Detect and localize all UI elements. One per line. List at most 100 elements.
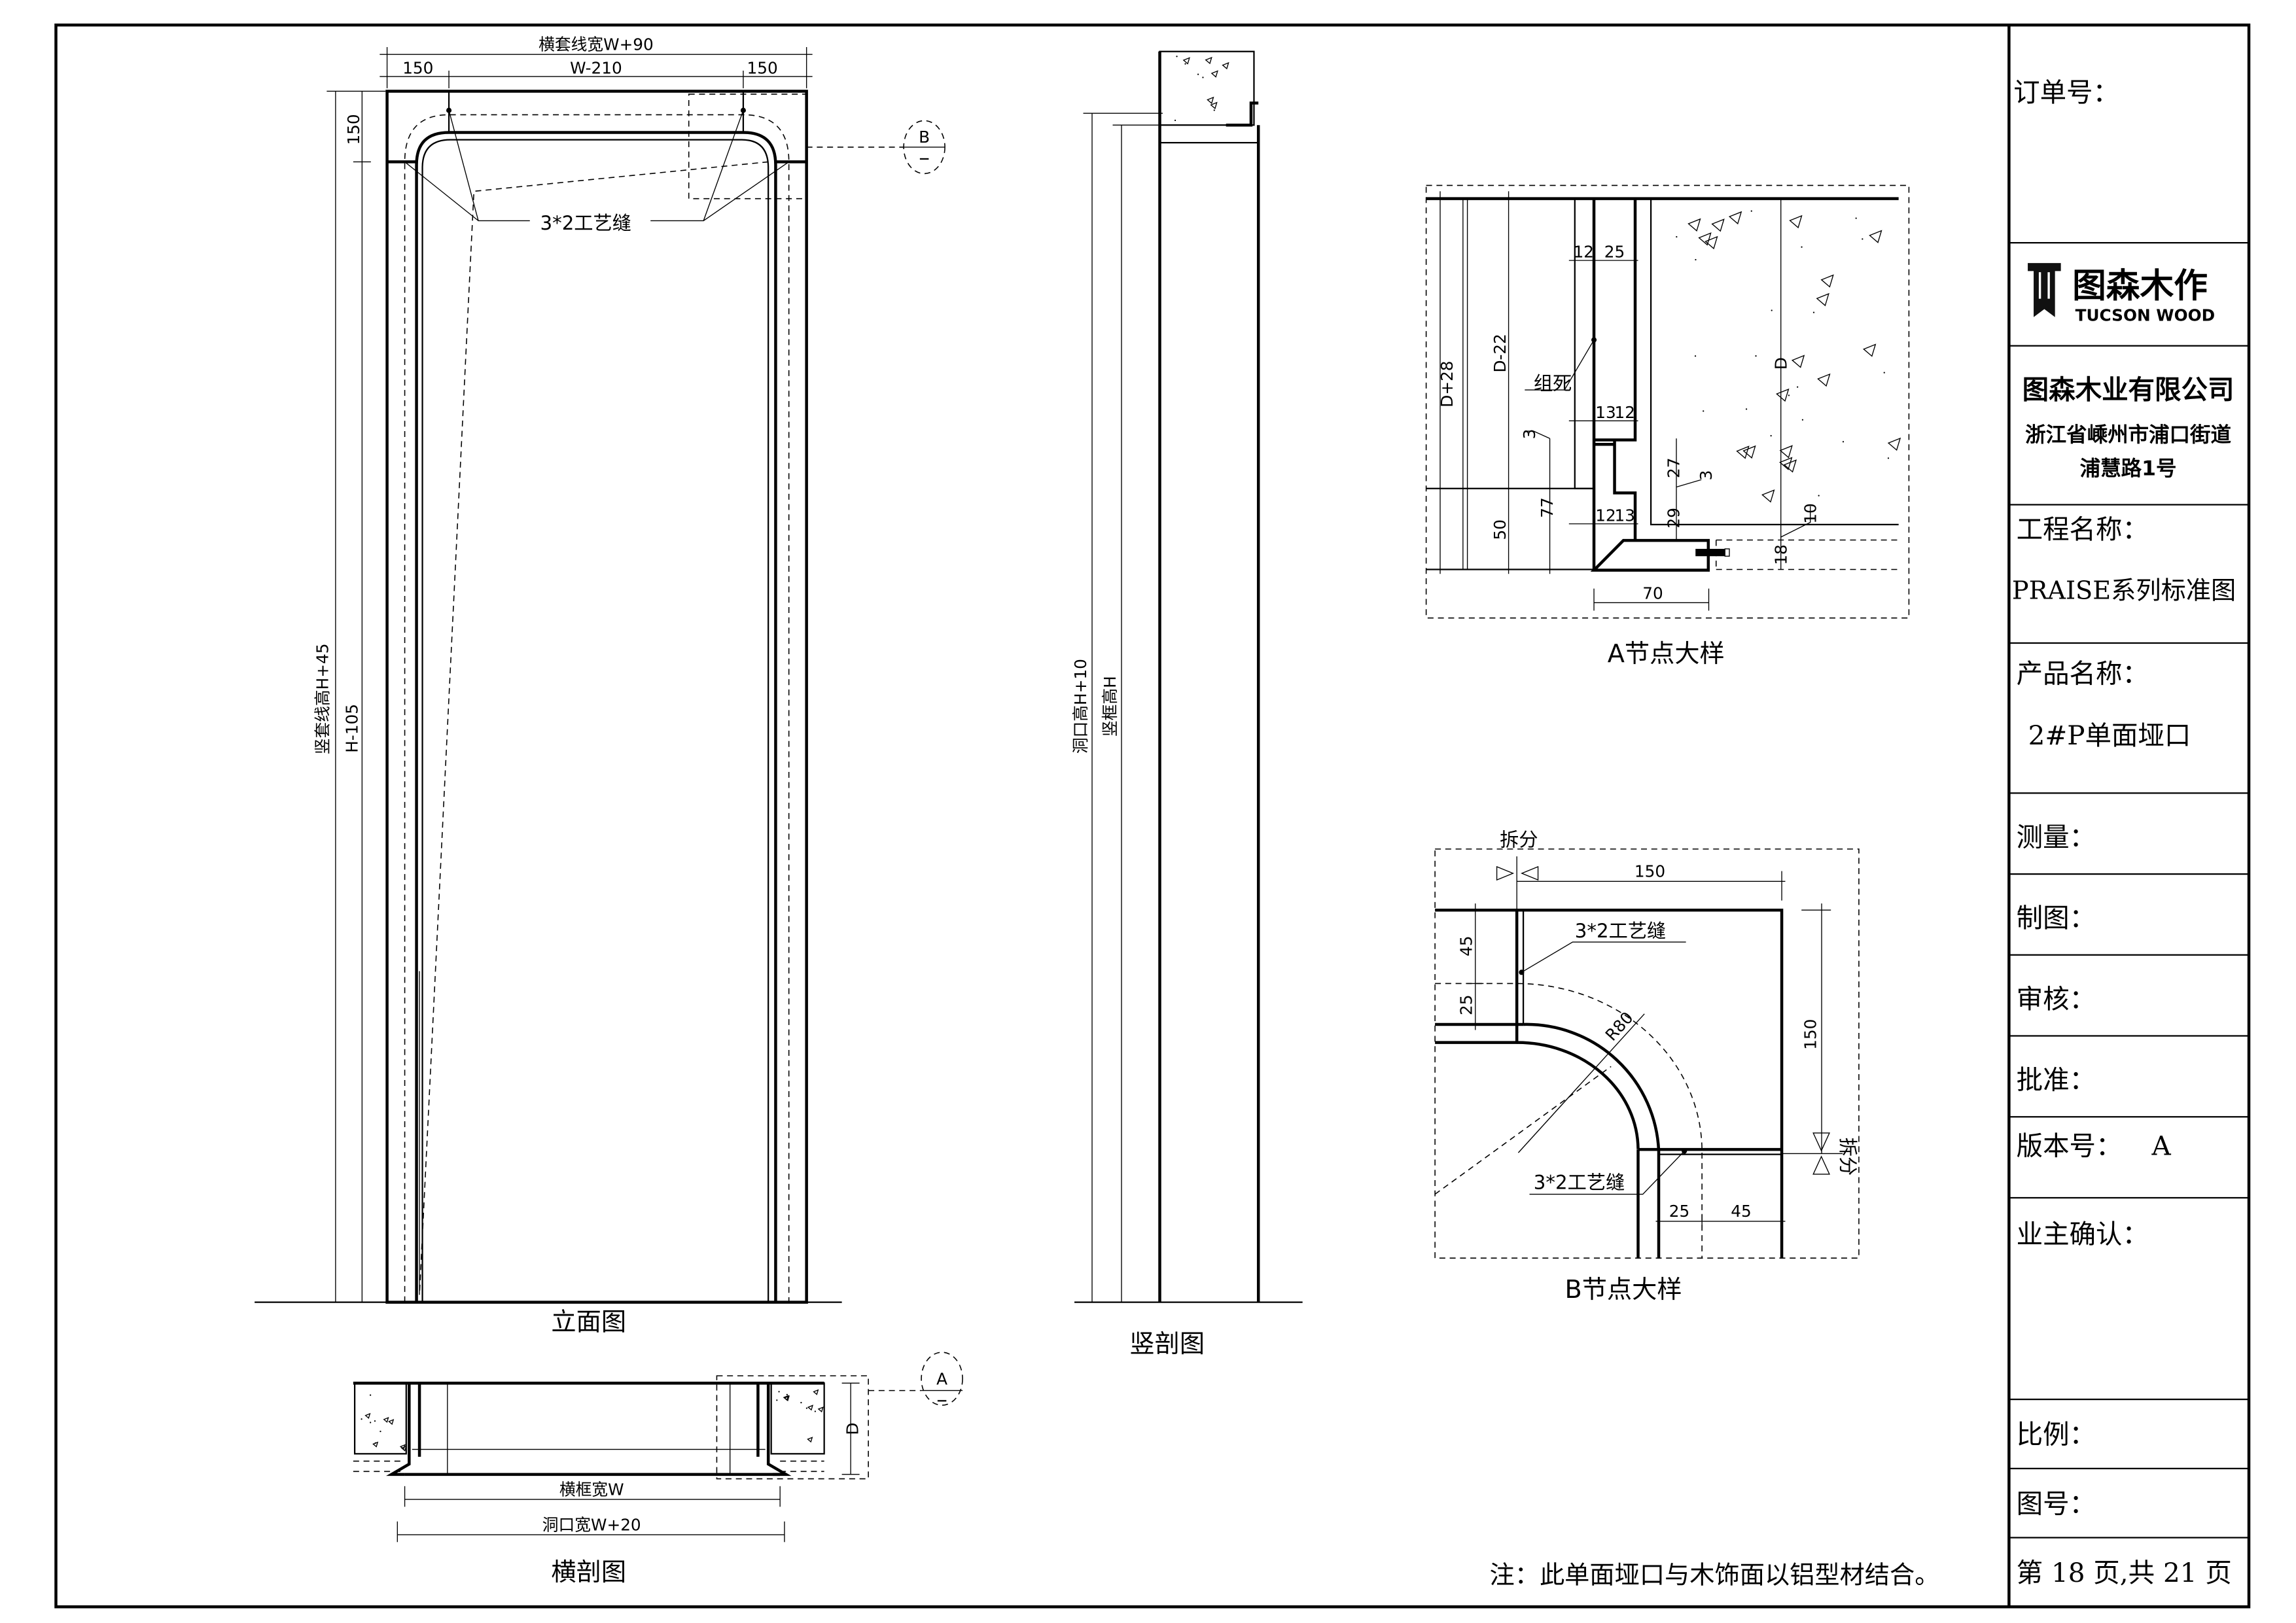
concrete-dot [1202,77,1204,79]
concrete-aggregate-mark [1789,215,1803,229]
concrete-dot [1887,457,1890,459]
concrete-dot [1842,441,1845,443]
frame-width-dim: 横框宽W [559,1480,624,1499]
opening-width-dim: 洞口宽W+20 [542,1515,641,1534]
concrete-dot [1801,419,1804,421]
wall-concrete [1159,50,1255,126]
concrete-aggregate-mark [1687,218,1701,232]
gap-note: 3*2工艺缝 [540,212,631,234]
gap-note-top: 3*2工艺缝 [1575,920,1667,942]
approve-label: 批准： [2017,1064,2096,1095]
top-height-dim: 150 [344,114,363,145]
dim-25: 25 [1604,243,1625,262]
concrete-dot [805,1407,808,1409]
order-no-label: 订单号： [2013,77,2119,108]
concrete-aggregate-mark [1779,445,1793,459]
dim-50: 50 [1491,519,1510,540]
concrete-dot [1862,238,1863,240]
concrete-aggregate-mark [1205,56,1212,65]
gap-note-bottom: 3*2工艺缝 [1534,1171,1625,1193]
dim-13: 13 [1595,403,1616,422]
general-note: 注：此单面垭口与木饰面以铝型材结合。 [1490,1561,1940,1590]
concrete-dot [369,1394,372,1396]
concrete-aggregate-mark [364,1412,371,1419]
aluminum-profile [1590,538,1710,572]
dim-13: 13 [1615,506,1635,525]
company-name: 图森木业有限公司 [2022,374,2234,406]
detail-a-view: D+28 D-22 12 25 组死 13 12 3 77 50 27 3 29… [1425,184,1910,669]
product-value: 2#P单面垭口 [2028,720,2191,751]
concrete-dot [1770,434,1772,437]
dim-25-bottom: 25 [1669,1202,1689,1221]
elevation-title: 立面图 [551,1308,626,1336]
review-label: 审核： [2017,983,2096,1015]
concrete-dot [361,1418,362,1420]
vertical-section-title: 竖剖图 [1129,1330,1205,1359]
callout-b[interactable]: B [903,120,945,175]
dim-d-minus-22: D-22 [1491,334,1510,372]
concrete-dot [1176,56,1178,58]
concrete-hatch [1676,210,1901,503]
width-150-dim: 150 [1634,862,1665,881]
concrete-aggregate-mark [817,1406,824,1413]
dim-3: 3 [1697,470,1716,481]
callout-b-label: B [919,128,930,147]
concrete-aggregate-mark [1728,211,1742,225]
company-logo: 图森木作 TUCSON WOOD [2025,260,2215,324]
concrete-dot [374,1442,376,1444]
concrete-aggregate-mark [1761,489,1775,503]
company-address-2: 浦慧路1号 [2080,457,2177,481]
depth-dim: D [843,1423,862,1435]
left-width-dim: 150 [402,58,433,77]
concrete-aggregate-mark [1779,457,1793,470]
right-width-dim: 150 [747,58,778,77]
concrete-aggregate-mark [783,1395,789,1401]
concrete-aggregate-mark [400,1445,407,1452]
concrete-dot [1695,258,1697,261]
concrete-aggregate-mark [807,1437,813,1443]
concrete-aggregate-mark [1742,445,1756,459]
product-label: 产品名称： [2017,658,2149,689]
concrete-aggregate-mark [1869,230,1882,243]
drawing-no-label: 图号： [2017,1488,2096,1519]
concrete-dot [1676,236,1678,238]
project-value: PRAISE系列标准图 [2012,576,2236,605]
dim-29: 29 [1665,508,1684,528]
opening-inner [415,131,777,1302]
inner-arc [1517,1041,1640,1149]
dim-70: 70 [1642,584,1663,602]
measure-label: 测量： [2017,821,2096,852]
concrete-dot [800,1401,802,1404]
split-right-label: 拆分 [1837,1138,1859,1176]
concrete-dot [1812,311,1815,313]
concrete-dot [1818,495,1820,497]
wall-face [1650,198,1899,526]
concrete-dot [1801,246,1803,248]
concrete-dot [1174,119,1176,122]
callout-a-label: A [936,1370,947,1389]
vertical-section-view: 洞口高H+10 竖框高H 竖剖图 [1071,50,1303,1359]
fixed-note: 组死 [1534,372,1572,394]
radius-dim: R80 [1602,1008,1637,1045]
casing-height-dim: 竖套线高H+45 [313,644,332,755]
casing-hidden-line [404,114,790,1302]
dim-77: 77 [1538,497,1557,517]
concrete-dot [1184,63,1186,65]
concrete-hatch [361,1389,824,1452]
concrete-dot [778,1391,780,1393]
concrete-aggregate-mark [1704,236,1718,250]
concrete-dot [1694,355,1697,357]
callout-a[interactable]: A [921,1352,963,1406]
concrete-aggregate-mark [1182,57,1190,65]
dim-d-plus-28: D+28 [1438,360,1457,407]
opening-height-dim: 洞口高H+10 [1071,659,1090,754]
split-top-label: 拆分 [1500,828,1538,850]
concrete-dot [1745,408,1748,410]
height-150-dim: 150 [1801,1019,1820,1050]
elevation-view: 3*2工艺缝 横套线宽W+90 150 W-210 150 150 竖套线高H+… [255,35,945,1336]
version-value: A [2151,1130,2172,1162]
version-label: 版本号： [2017,1130,2123,1162]
project-label: 工程名称： [2017,514,2149,545]
drawing-label: 制图： [2017,902,2096,934]
concrete-dot [1213,109,1215,111]
